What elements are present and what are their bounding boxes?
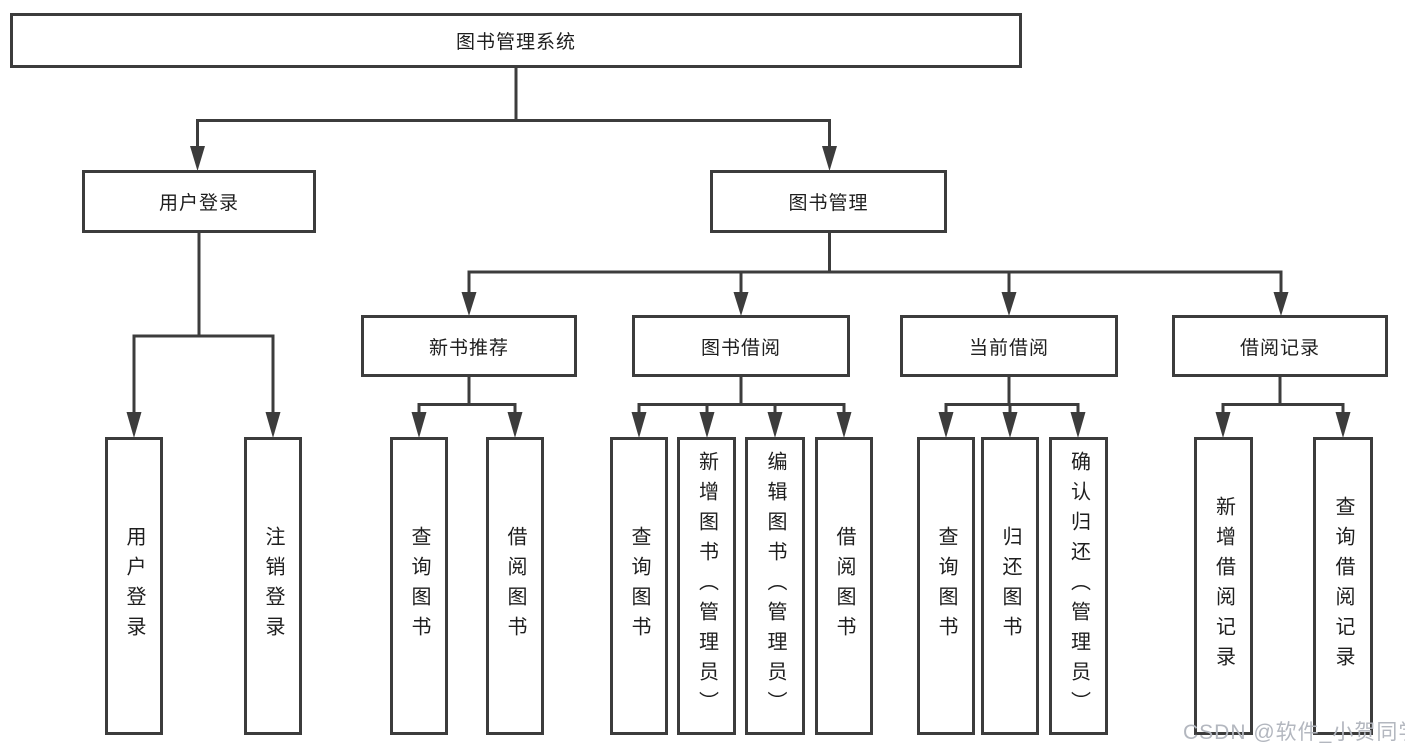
leaf-query-borrow-record: 查询借阅记录 [1313, 437, 1373, 735]
node-user-login: 用户登录 [82, 170, 316, 233]
leaf-add-borrow-record-label: 新增借阅记录 [1212, 496, 1235, 676]
leaf-query-books-3-label: 查询图书 [935, 526, 957, 646]
leaf-user-login-label: 用户登录 [123, 526, 145, 646]
leaf-borrow-books-1: 借阅图书 [486, 437, 544, 735]
leaf-confirm-return-admin-label: 确认归还（管理员） [1067, 451, 1090, 721]
leaf-logout-label: 注销登录 [262, 526, 284, 646]
node-root: 图书管理系统 [10, 13, 1022, 68]
node-user-login-label: 用户登录 [158, 193, 239, 214]
leaf-user-login: 用户登录 [105, 437, 163, 735]
leaf-borrow-books-2: 借阅图书 [815, 437, 873, 735]
node-book-borrow: 图书借阅 [632, 315, 850, 377]
leaf-query-books-3: 查询图书 [917, 437, 975, 735]
leaf-return-book: 归还图书 [981, 437, 1039, 735]
leaf-confirm-return-admin: 确认归还（管理员） [1049, 437, 1108, 735]
leaf-edit-book-admin-label: 编辑图书（管理员） [764, 451, 786, 721]
node-current-borrow: 当前借阅 [900, 315, 1118, 377]
leaf-query-books-2-label: 查询图书 [628, 526, 650, 646]
leaf-add-book-admin: 新增图书（管理员） [677, 437, 736, 735]
node-new-book-recommend: 新书推荐 [361, 315, 577, 377]
watermark: CSDN @软件_小贺同学 [1183, 721, 1405, 744]
leaf-query-books-2: 查询图书 [610, 437, 668, 735]
leaf-logout: 注销登录 [244, 437, 302, 735]
node-borrow-records-label: 借阅记录 [1239, 337, 1320, 359]
leaf-edit-book-admin: 编辑图书（管理员） [745, 437, 805, 735]
node-book-management-label: 图书管理 [788, 193, 869, 214]
leaf-borrow-books-2-label: 借阅图书 [833, 526, 855, 646]
leaf-add-borrow-record: 新增借阅记录 [1194, 437, 1253, 735]
node-new-book-recommend-label: 新书推荐 [428, 337, 509, 359]
leaf-query-borrow-record-label: 查询借阅记录 [1332, 496, 1354, 676]
node-current-borrow-label: 当前借阅 [968, 337, 1049, 359]
node-book-management: 图书管理 [710, 170, 947, 233]
leaf-query-books-1-label: 查询图书 [408, 526, 430, 646]
leaf-add-book-admin-label: 新增图书（管理员） [695, 451, 718, 721]
leaf-query-books-1: 查询图书 [390, 437, 448, 735]
leaf-return-book-label: 归还图书 [999, 526, 1021, 646]
leaf-borrow-books-1-label: 借阅图书 [504, 526, 526, 646]
node-root-label: 图书管理系统 [455, 32, 576, 53]
node-book-borrow-label: 图书借阅 [700, 337, 781, 359]
node-borrow-records: 借阅记录 [1172, 315, 1388, 377]
